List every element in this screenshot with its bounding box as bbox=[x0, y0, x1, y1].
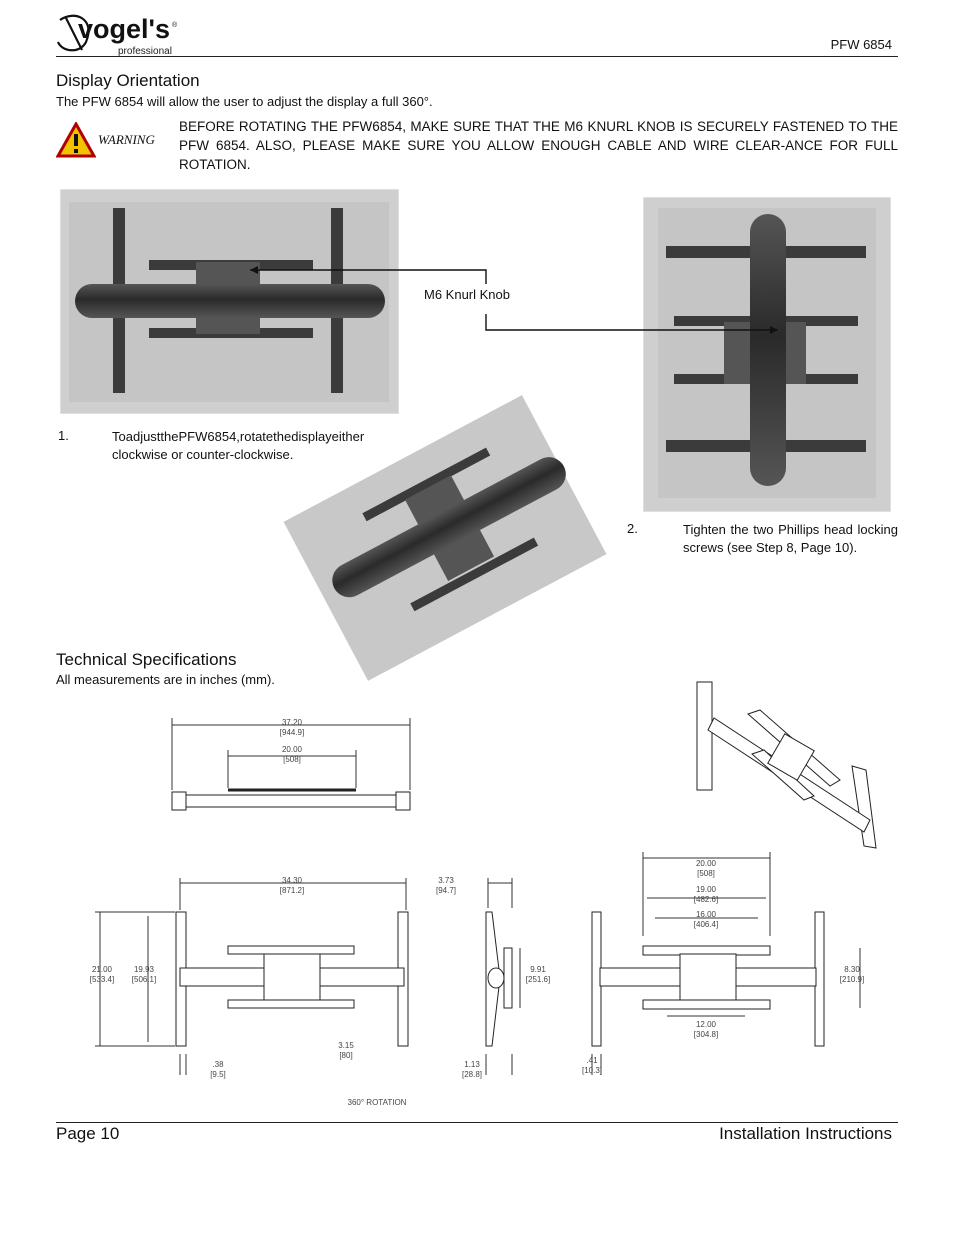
footer-divider bbox=[56, 1122, 898, 1123]
dim-right-edge: .41[10.3] bbox=[581, 1056, 602, 1075]
page-number: Page 10 bbox=[56, 1124, 120, 1143]
orientation-intro: The PFW 6854 will allow the user to adju… bbox=[56, 94, 433, 109]
logo bbox=[56, 12, 186, 56]
dim-right-w4: 12.00[304.8] bbox=[693, 1020, 719, 1039]
header-divider bbox=[56, 56, 898, 57]
photo-horizontal-mount bbox=[60, 189, 399, 414]
dim-side-bottom: 1.13[28.8] bbox=[461, 1060, 482, 1079]
step-1-number: 1. bbox=[58, 428, 69, 443]
dim-front-width: 34.30[871.2] bbox=[279, 876, 305, 895]
specs-subtitle: All measurements are in inches (mm). bbox=[56, 672, 275, 687]
dim-right-w3: 16.00[406.4] bbox=[693, 910, 719, 929]
section-title-orientation: Display Orientation bbox=[56, 71, 200, 90]
knurl-knob-callout: M6 Knurl Knob bbox=[424, 287, 510, 302]
logo-swoosh-icon bbox=[56, 14, 90, 52]
dim-top-inner: 20.00[508] bbox=[281, 745, 303, 764]
knurl-knob-callout-lines bbox=[250, 266, 778, 334]
step-2-text: Tighten the two Phillips head locking sc… bbox=[683, 522, 898, 555]
dim-right-w1: 20.00[508] bbox=[695, 859, 717, 878]
document-title: Installation Instructions bbox=[719, 1124, 892, 1143]
warning-text: BEFORE ROTATING THE PFW6854, MAKE SURE T… bbox=[179, 119, 898, 172]
photo-vertical-mount bbox=[643, 197, 891, 512]
step-2-number: 2. bbox=[627, 521, 638, 536]
logo-subtitle: professional bbox=[118, 46, 172, 57]
rotation-label: 360° ROTATION bbox=[347, 1098, 407, 1107]
model-number: PFW 6854 bbox=[830, 37, 892, 52]
dim-top-overall: 37.20[944.9] bbox=[279, 718, 305, 737]
dim-front-edge: .38[9.5] bbox=[210, 1060, 226, 1079]
step-1-text: ToadjustthePFW6854,rotatethedisplayeithe… bbox=[112, 429, 365, 462]
dim-front-bottom: 3.15[80] bbox=[338, 1041, 354, 1060]
section-title-specs: Technical Specifications bbox=[56, 650, 237, 669]
dim-right-w2: 19.00[482.6] bbox=[693, 885, 719, 904]
dim-front-h2: 19.93[506.1] bbox=[131, 965, 157, 984]
dim-side-top: 3.73[94.7] bbox=[435, 876, 456, 895]
dim-side-height: 9.91[251.6] bbox=[525, 965, 551, 984]
logo-text: vogel's bbox=[78, 14, 170, 44]
warning-icon bbox=[55, 120, 97, 158]
logo-registered: ® bbox=[172, 22, 178, 29]
photo-rotated-mount bbox=[283, 395, 607, 681]
dim-front-h1: 21.00[533.4] bbox=[89, 965, 115, 984]
warning-label: WARNING bbox=[98, 132, 155, 147]
top-view-drawing bbox=[95, 681, 877, 1075]
dim-right-height: 8.30[210.9] bbox=[839, 965, 865, 984]
